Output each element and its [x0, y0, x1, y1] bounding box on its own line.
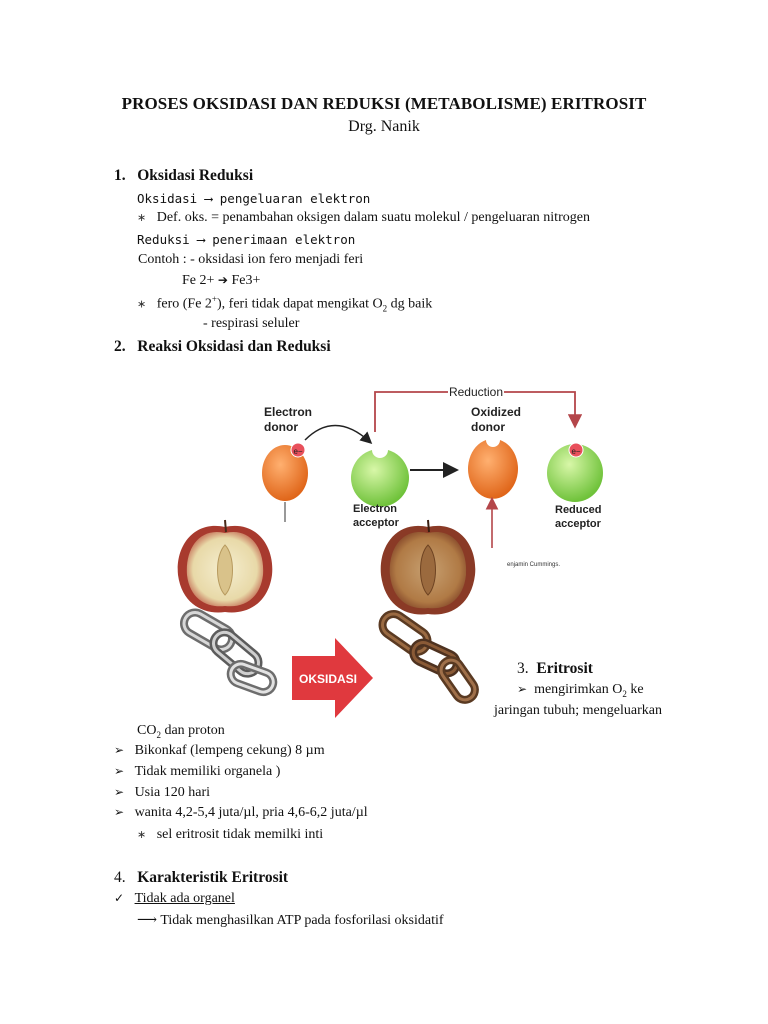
list-item: ➢ Tidak memiliki organela ): [114, 764, 281, 779]
reduced-acceptor-molecule: [547, 444, 603, 502]
fresh-apple-image: [177, 519, 273, 613]
oksidasi-label: OKSIDASI: [299, 672, 357, 686]
oxidized-apple-image: [380, 519, 476, 615]
eritrosit-line-3: CO2 dan proton: [137, 723, 225, 740]
eritrosit-line-2: jaringan tubuh; mengeluarkan: [494, 703, 662, 718]
page-title: PROSES OKSIDASI DAN REDUKSI (METABOLISME…: [121, 94, 647, 113]
section-2-heading: 2. Reaksi Oksidasi dan Reduksi: [114, 338, 331, 355]
bullet-def-oks: ∗ Def. oks. = penambahan oksigen dalam s…: [137, 210, 590, 225]
section-4-heading: 4. Karakteristik Eritrosit: [114, 869, 289, 886]
eritrosit-note: ∗ sel eritrosit tidak memilki inti: [137, 827, 324, 842]
arrowhead-bullet-icon: ➢: [114, 785, 125, 799]
oksidasi-arrow: OKSIDASI: [292, 638, 373, 718]
right-arrow-icon: ➔: [217, 273, 228, 287]
section-1-heading: 1. Oksidasi Reduksi: [114, 167, 254, 184]
list-item: ➢ Bikonkaf (lempeng cekung) 8 µm: [114, 743, 325, 758]
reduction-label: Reduction: [449, 385, 503, 399]
electron-acceptor-molecule: [351, 450, 409, 507]
section-3-heading: 3. Eritrosit: [517, 660, 593, 677]
asterisk-icon: ∗: [137, 828, 147, 841]
author: Drg. Nanik: [348, 118, 420, 135]
reduksi-definition: Reduksi ⟶ penerimaan elektron: [137, 232, 356, 247]
electron-icon: [290, 442, 306, 458]
electron-donor-label-1: Electron: [264, 405, 312, 419]
arrowhead-bullet-icon: ➢: [114, 764, 125, 778]
electron-acceptor-label-1: Electron: [353, 503, 397, 515]
fe-equation: Fe 2+ ➔ Fe3+: [182, 273, 261, 288]
oxidized-donor-label-2: donor: [471, 420, 505, 434]
atp-line: ⟶ Tidak menghasilkan ATP pada fosforilas…: [137, 913, 444, 928]
eritrosit-line-1: ➢ mengirimkan O2 ke: [517, 682, 644, 699]
list-item: ➢ wanita 4,2-5,4 juta/µl, pria 4,6-6,2 j…: [114, 805, 368, 820]
image-credit: enjamin Cummings.: [507, 562, 560, 568]
electron-acceptor-label-2: acceptor: [353, 517, 400, 529]
oxidized-donor-label-1: Oxidized: [471, 405, 521, 419]
bullet-fero: ∗ fero (Fe 2+), feri tidak dapat mengika…: [137, 294, 433, 314]
contoh-line: Contoh : - oksidasi ion fero menjadi fer…: [138, 252, 364, 267]
reduced-acceptor-label-1: Reduced: [555, 504, 601, 516]
arrowhead-bullet-icon: ➢: [517, 682, 528, 696]
arrowhead-bullet-icon: ➢: [114, 743, 125, 757]
electron-icon: [568, 442, 584, 458]
electron-symbol: e−: [571, 447, 580, 456]
asterisk-icon: ∗: [137, 211, 147, 224]
redox-diagram: Reduction Electron donor Oxidized donor …: [177, 375, 608, 718]
arrowhead-bullet-icon: ➢: [114, 805, 125, 819]
steel-chain-image: [180, 608, 278, 697]
check-item: ✓ Tidak ada organel: [114, 891, 235, 906]
oxidized-donor-molecule: [468, 440, 518, 499]
check-icon: ✓: [114, 891, 125, 905]
electron-donor-molecule: [262, 445, 308, 501]
asterisk-icon: ∗: [137, 297, 147, 311]
electron-donor-label-2: donor: [264, 420, 298, 434]
list-item: ➢ Usia 120 hari: [114, 785, 210, 800]
rusty-chain-image: [378, 609, 479, 704]
reduced-acceptor-label-2: acceptor: [555, 518, 602, 530]
respirasi-line: - respirasi seluler: [203, 316, 300, 331]
oksidasi-definition: Oksidasi ⟶ pengeluaran elektron: [137, 191, 371, 206]
electron-symbol: e−: [293, 447, 302, 456]
electron-transfer-arrow: [304, 424, 373, 445]
